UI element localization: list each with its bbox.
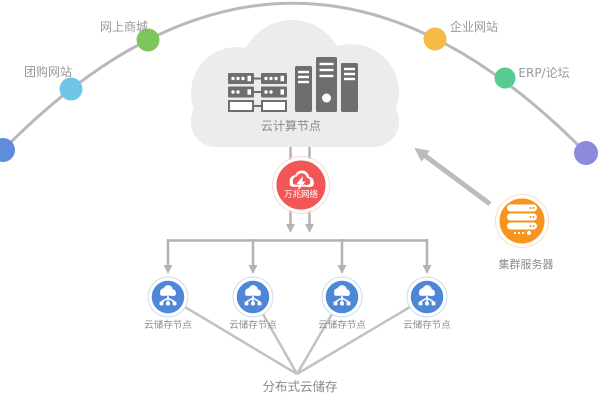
cloud-network-icon: [333, 285, 351, 306]
site-label-erp: ERP/论坛: [518, 66, 570, 80]
cloud-network-icon: [244, 285, 262, 306]
site-dot-erp: [494, 67, 516, 89]
site-dot-tuangou: [59, 77, 83, 101]
site-label-tuangou: 团购网站: [23, 65, 73, 79]
site-dot-qiye: [423, 27, 447, 51]
storage-bus-connectors: [163, 239, 432, 274]
site-dot-shangcheng: [136, 28, 160, 52]
storage-node-group: [147, 276, 448, 318]
cluster-to-cloud-arrow: [414, 147, 492, 207]
storage-node-label-4: 云储存节点: [403, 320, 451, 331]
storage-node-label-2: 云储存节点: [229, 320, 277, 331]
storage-node-2: [232, 276, 274, 318]
cloud-network-icon: [159, 285, 177, 306]
site-dot-left-endpoint: [0, 138, 15, 162]
network-label: 万兆网络: [283, 190, 319, 200]
cluster-server-node: [495, 194, 549, 248]
server-towers-icon: [295, 57, 358, 112]
cloud-compute-label: 云计算节点: [260, 119, 322, 133]
site-label-qiye: 企业网站: [449, 20, 499, 34]
storage-node-1: [147, 276, 189, 318]
site-dot-right-endpoint: [574, 141, 598, 165]
storage-node-label-1: 云储存节点: [144, 320, 192, 331]
cluster-server-label: 集群服务器: [498, 258, 554, 271]
distributed-storage-links: [184, 305, 411, 376]
storage-node-label-3: 云储存节点: [318, 320, 366, 331]
server-stack-icon: [507, 204, 537, 235]
site-label-shangcheng: 网上商城: [99, 20, 149, 34]
distributed-storage-label: 分布式云储存: [262, 379, 338, 394]
cloud-network-icon: [418, 285, 436, 306]
network-node: [272, 156, 330, 214]
storage-node-4: [406, 276, 448, 318]
storage-node-3: [321, 276, 363, 318]
server-rack-icon: [228, 73, 287, 112]
cloud-lightning-icon: [289, 170, 314, 191]
